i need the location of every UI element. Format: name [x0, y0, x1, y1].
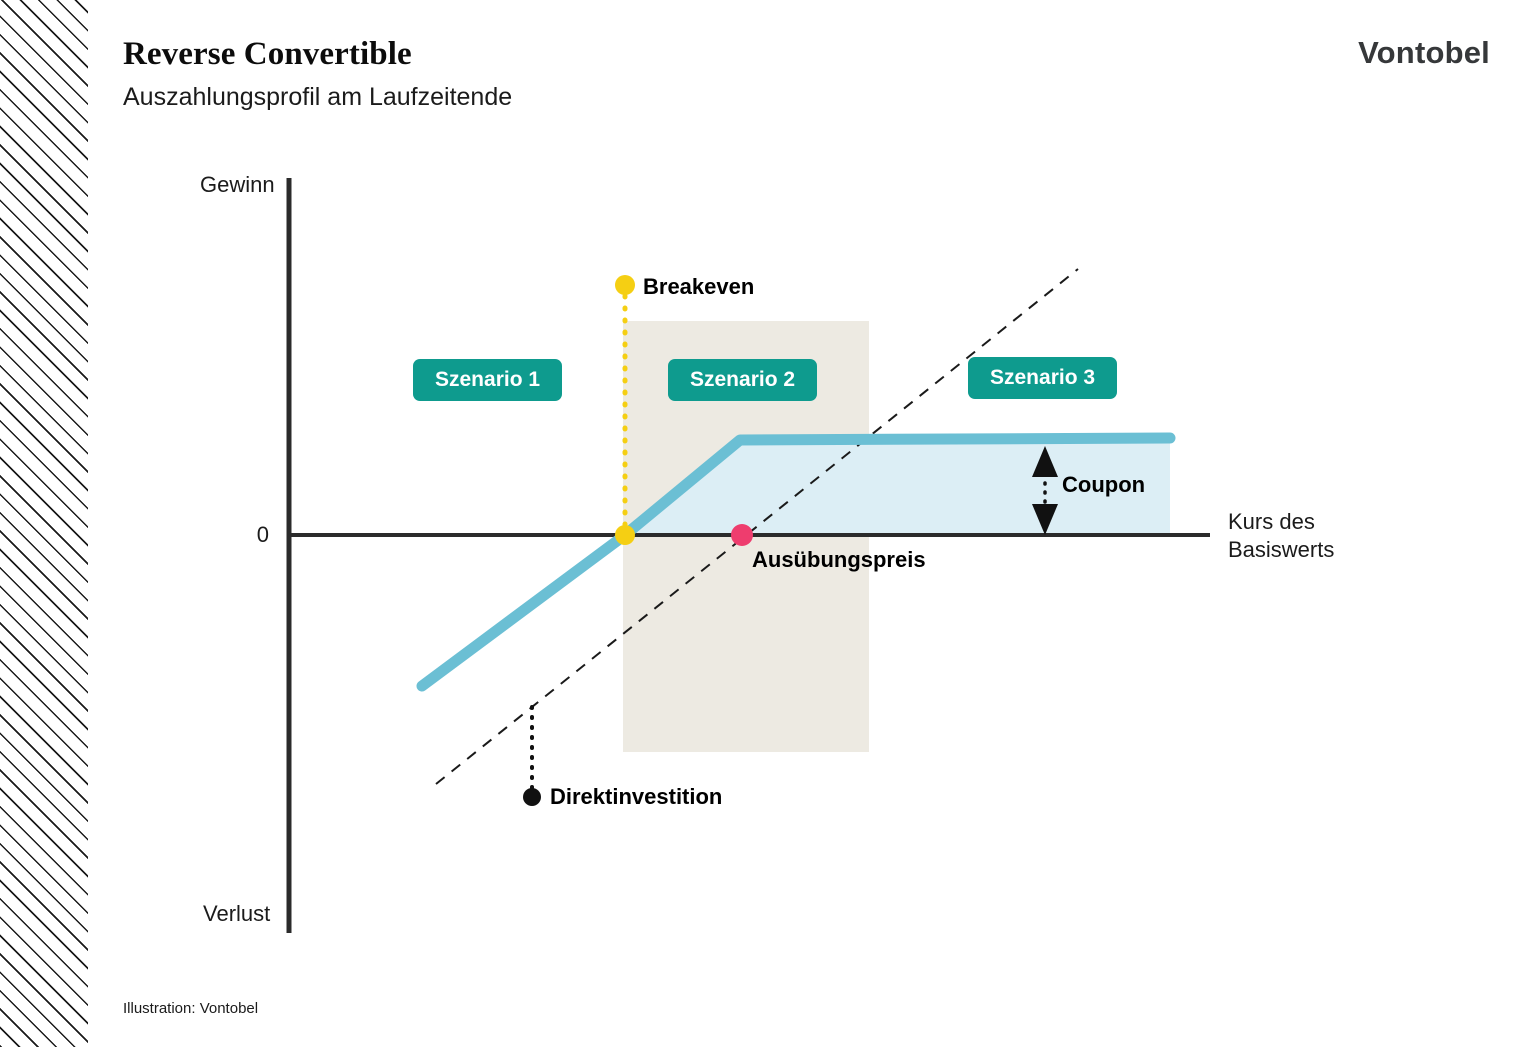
strike-price-label: Ausübungspreis: [752, 547, 926, 572]
direct-investment-line: [435, 268, 1079, 785]
coupon-arrow-head-down: [1032, 504, 1058, 535]
direct-investment-dot: [523, 788, 541, 806]
page-title: Reverse Convertible: [123, 36, 412, 72]
page-subtitle: Auszahlungsprofil am Laufzeitende: [123, 83, 513, 111]
y-axis-top-label: Gewinn: [200, 172, 275, 197]
coupon-arrow-head-up: [1032, 446, 1058, 477]
scenario-badge-3: Szenario 3: [968, 357, 1118, 399]
diagonal-hatch-decoration: [0, 0, 88, 1047]
breakeven-callout-dot: [615, 275, 635, 295]
x-axis-label-line1: Kurs des: [1228, 509, 1315, 534]
x-axis-label-line2: Basiswerts: [1228, 537, 1335, 563]
illustration-caption: Illustration: Vontobel: [123, 1000, 259, 1017]
y-axis-bottom-label: Verlust: [203, 901, 271, 926]
breakeven-dot: [615, 525, 635, 545]
direct-investment-label: Direktinvestition: [550, 784, 723, 809]
coupon-label: Coupon: [1062, 472, 1146, 497]
payoff-line: [416, 432, 1176, 692]
x-axis-label: Kurs des Basiswerts: [1228, 508, 1334, 564]
vontobel-logo: Vontobel: [1358, 35, 1490, 70]
breakeven-label: Breakeven: [643, 274, 755, 299]
y-axis-zero-label: 0: [256, 522, 269, 547]
scenario-badge-2: Szenario 2: [668, 359, 818, 401]
scenario-badge-1: Szenario 1: [413, 359, 563, 401]
strike-price-dot: [731, 524, 753, 546]
payoff-fill-area: [625, 438, 1170, 535]
